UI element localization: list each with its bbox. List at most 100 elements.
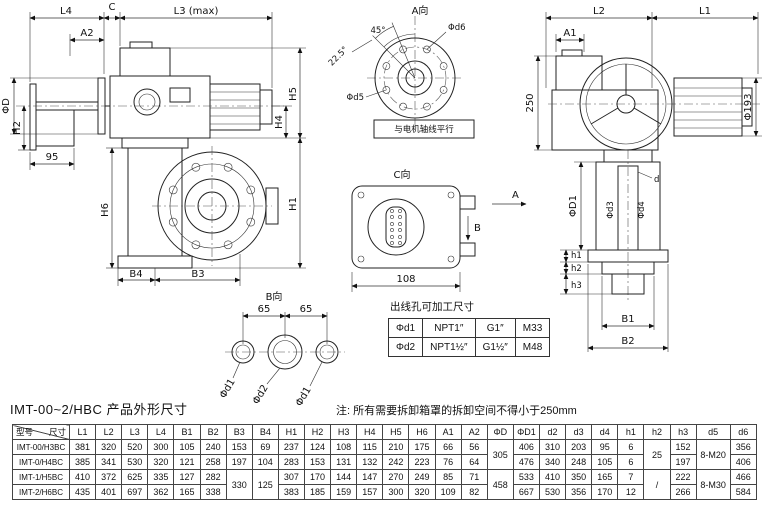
dim-label-phid1-left: Φd1 [218,377,238,400]
dim-value-cell: 6 [617,454,645,470]
dim-label-h1: h1 [571,251,582,261]
dim-label-phid6: Φd6 [448,23,466,33]
dim-value-cell: 66 [434,439,462,455]
dim-value-cell: 320 [95,439,123,455]
dim-value-cell: 362 [147,484,175,500]
dim-column-header: B2 [199,424,227,440]
dim-column-header: H5 [382,424,410,440]
dim-value-cell: 69 [251,439,279,455]
dim-column-header: h2 [643,424,671,440]
dim-value-cell: 223 [408,454,436,470]
dim-column-header: B1 [173,424,201,440]
dim-value-cell: 104 [251,454,279,470]
corner-label-model: 型号 [16,427,34,437]
dim-value-cell: 175 [408,439,436,455]
dim-value-cell: 270 [382,469,410,485]
direction-label-A: A [512,190,519,201]
view-label-c: C向 [394,168,411,181]
dim-value-cell: 82 [460,484,488,500]
dim-value-cell: 165 [173,484,201,500]
dim-label-65-left: 65 [258,304,271,315]
table-corner-cell: 尺寸 型号 [12,424,70,440]
dim-value-cell: 356 [729,439,758,455]
dim-label-250: 250 [525,93,536,112]
dim-value-cell: 476 [512,454,540,470]
dim-value-cell: 466 [729,469,758,485]
dim-value-cell: 242 [382,454,410,470]
dim-value-cell: 85 [434,469,462,485]
dim-value-cell: 320 [147,454,175,470]
dim-label-H2: H2 [12,121,23,135]
dim-value-cell: 383 [277,484,305,500]
dim-value-cell: 165 [591,469,619,485]
dim-label-phid3: Φd3 [606,201,616,219]
dim-column-header: B4 [251,424,279,440]
dim-label-B2: B2 [621,336,634,347]
direction-label-B: B [474,223,481,234]
dim-label-22-5deg: 22.5° [327,45,350,68]
dim-label-h3: h3 [571,281,582,291]
dim-column-header: d3 [565,424,593,440]
dim-value-cell: 350 [565,469,593,485]
dim-label-phid2: Φd2 [251,383,271,406]
dim-value-cell: 305 [486,439,514,470]
dim-value-cell: 356 [565,484,593,500]
dim-value-cell: 372 [95,469,123,485]
dim-value-cell: 144 [330,469,358,485]
dim-label-108: 108 [396,274,415,285]
hole-table-cell: NPT1½″ [422,337,476,357]
dim-label-45deg: 45° [370,26,385,36]
dim-value-cell: 335 [147,469,175,485]
dim-value-cell: 458 [486,469,514,500]
dim-label-B4: B4 [129,269,142,280]
dim-value-cell: 64 [460,454,488,470]
dim-column-header: L1 [68,424,97,440]
dim-label-B3: B3 [191,269,204,280]
dim-value-cell: 185 [303,484,332,500]
page-title: IMT-00~2/HBC 产品外形尺寸 [10,402,188,417]
dim-value-cell: 95 [591,439,619,455]
dim-label-phid5: Φd5 [347,93,365,103]
model-name-cell: IMT-00/H3BC [12,439,70,455]
dim-label-95: 95 [46,152,59,163]
view-label-b: B向 [266,290,283,303]
dim-column-header: ΦD1 [512,424,540,440]
dim-value-cell: 340 [538,454,567,470]
dim-label-phiD: ΦD [1,98,12,114]
dim-value-cell: 300 [382,484,410,500]
corner-label-size: 尺寸 [48,427,66,437]
dim-column-header: h3 [669,424,697,440]
dim-column-header: A2 [460,424,488,440]
dim-label-H1: H1 [288,197,299,211]
dim-value-cell: 310 [538,439,567,455]
hole-table-cell: NPT1″ [422,318,476,338]
dim-value-cell: 300 [147,439,175,455]
dim-column-header: L4 [147,424,175,440]
hole-table-cell: Φd2 [387,337,424,357]
dim-value-cell: 222 [669,469,697,485]
dim-column-header: L2 [95,424,123,440]
dim-value-cell: 697 [121,484,149,500]
dim-label-L4: L4 [60,6,72,17]
dim-value-cell: 237 [277,439,305,455]
dim-column-header: H3 [330,424,358,440]
dim-value-cell: 533 [512,469,540,485]
dim-value-cell: 115 [356,439,384,455]
dim-label-H6: H6 [100,203,111,217]
dim-column-header: d2 [538,424,567,440]
dim-value-cell: 152 [669,439,697,455]
dim-value-cell: 121 [173,454,201,470]
model-name-cell: IMT-1/H5BC [12,469,70,485]
dim-value-cell: 127 [173,469,201,485]
dim-value-cell: 406 [512,439,540,455]
dim-label-A1: A1 [563,28,576,39]
dim-value-cell: 435 [68,484,97,500]
dim-value-cell: 258 [199,454,227,470]
dim-value-cell: 105 [173,439,201,455]
dim-value-cell: 401 [95,484,123,500]
dim-value-cell: 197 [225,454,253,470]
